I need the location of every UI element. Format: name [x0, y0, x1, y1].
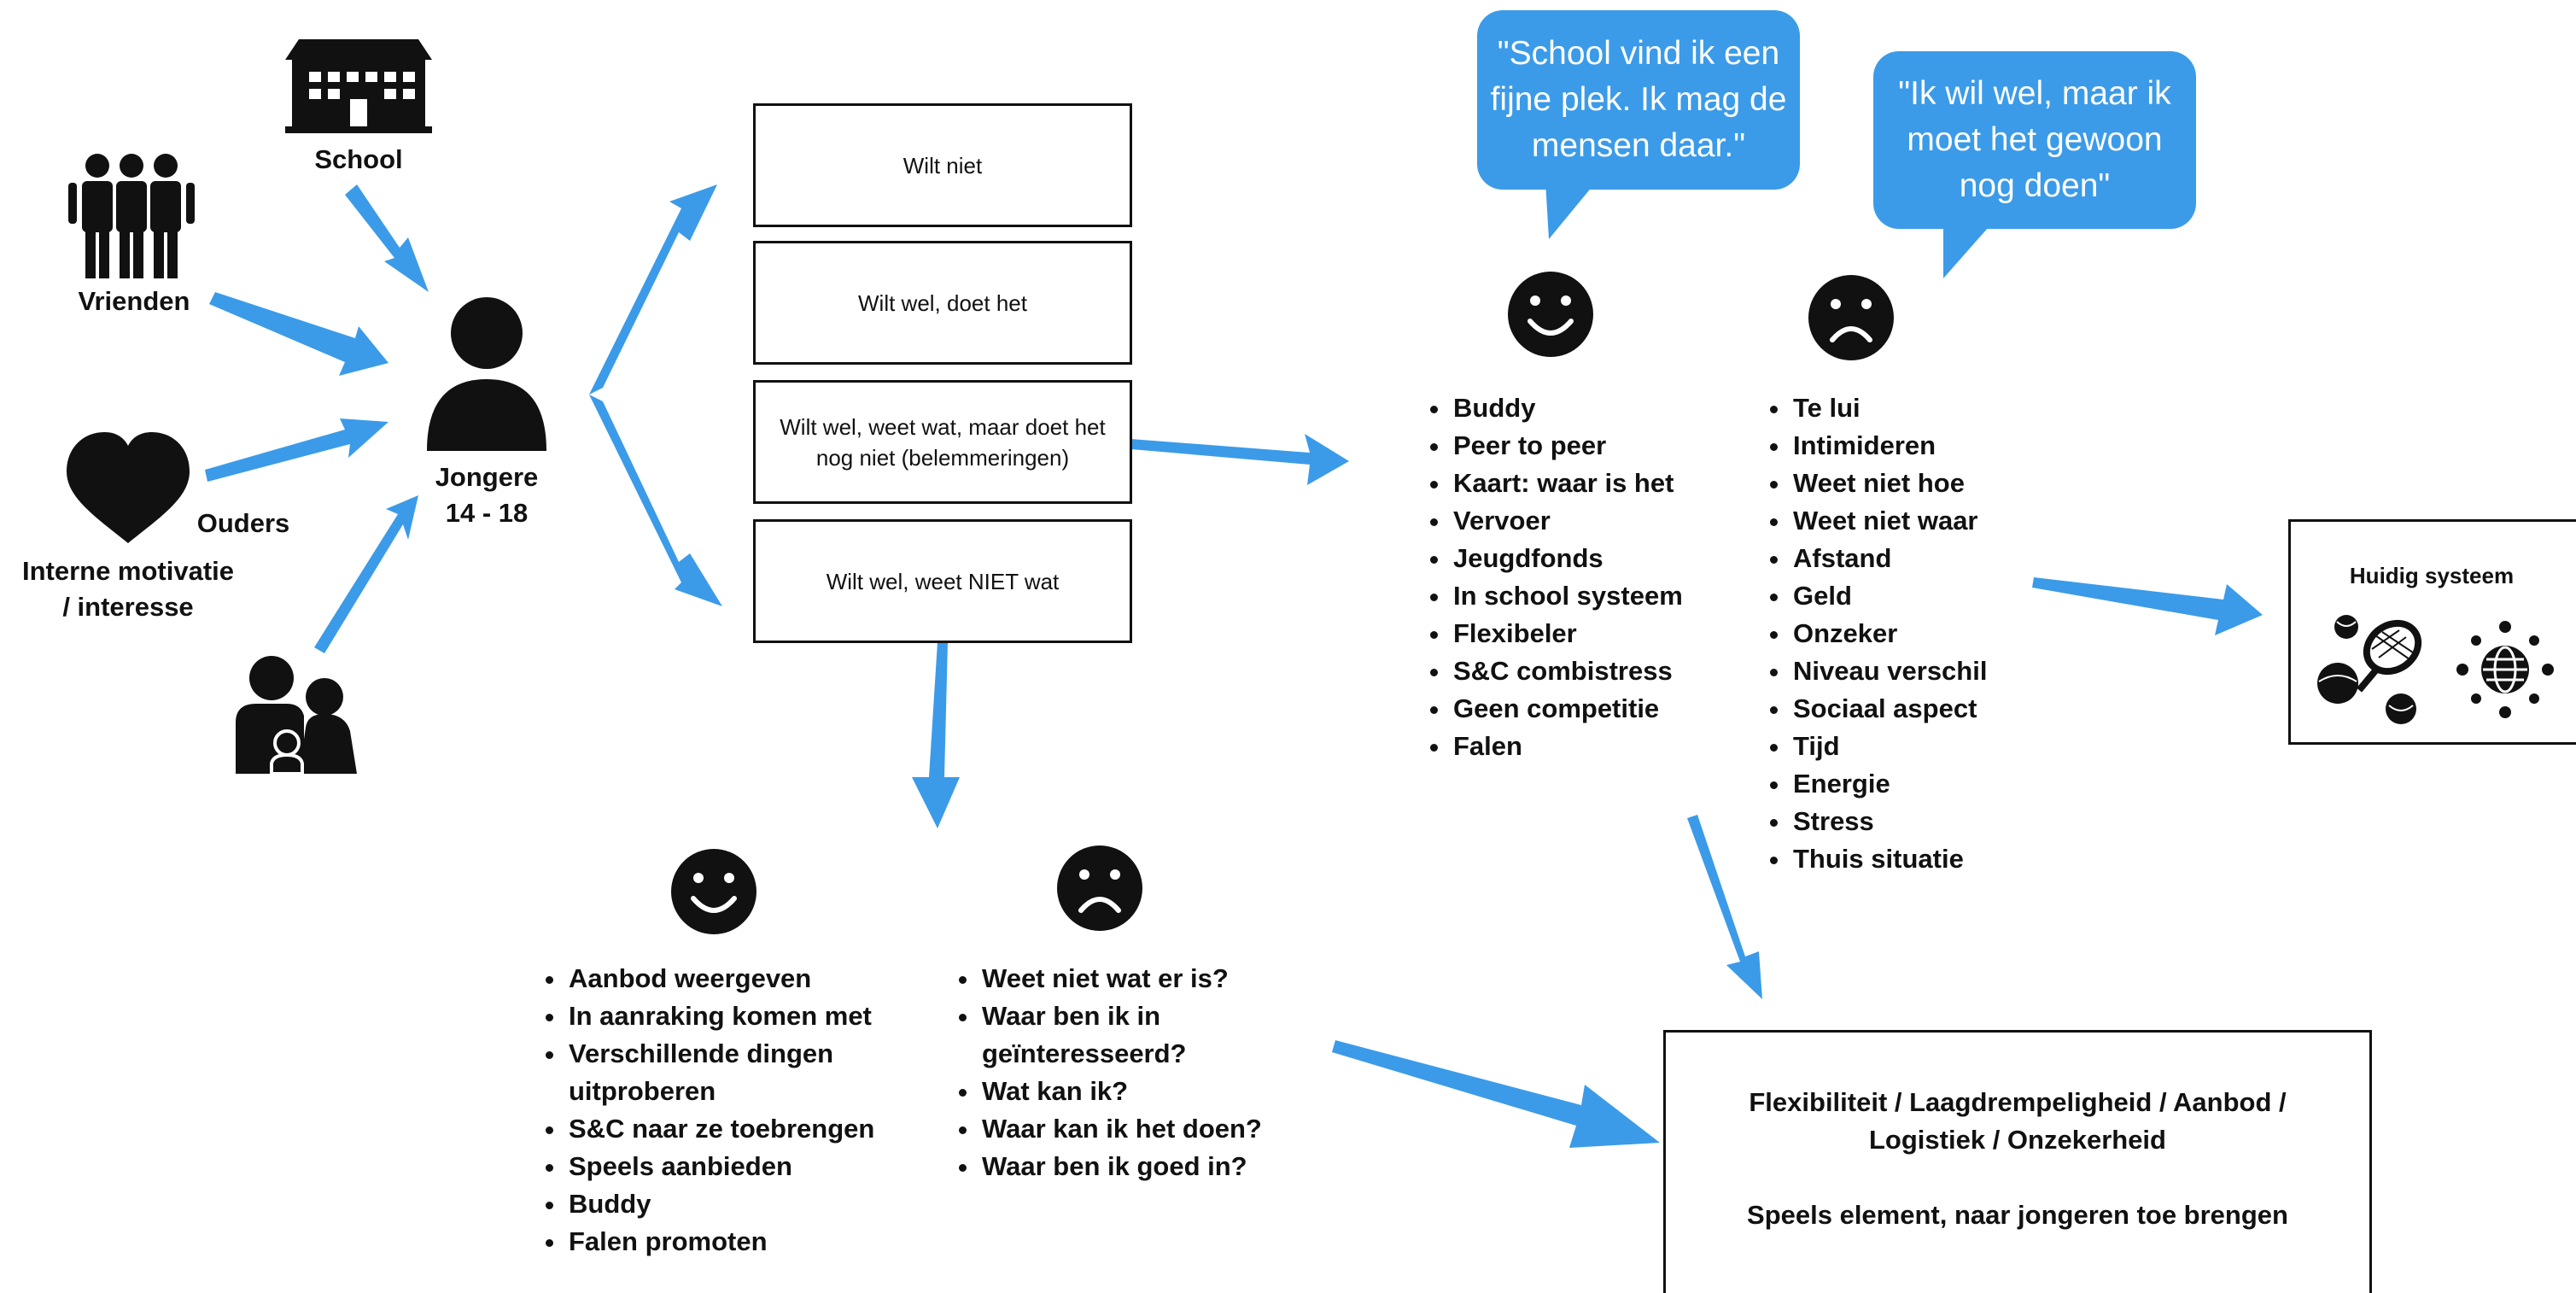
list-item: Speels aanbieden [567, 1148, 934, 1185]
globe-network-icon [2456, 621, 2554, 718]
bubble-tail-negative [1943, 220, 1995, 278]
smiley-happy-icon [671, 849, 756, 934]
list-item: Te lui [1791, 389, 2047, 427]
center-label: Jongere 14 - 18 [427, 459, 546, 531]
label-interne-motivatie: Interne motivatie / interesse [21, 556, 235, 622]
result-line1: Flexibiliteit / Laagdrempeligheid / Aanb… [1749, 1087, 2287, 1155]
result-line2: Speels element, naar jongeren toe brenge… [1747, 1200, 2288, 1230]
list-item: Kaart: waar is het [1452, 465, 1733, 502]
list-item: Weet niet waar [1791, 502, 2047, 540]
smiley-sad-icon [1808, 275, 1894, 360]
list-item: Intimideren [1791, 427, 2047, 465]
arrow-school-to-jongere [345, 184, 429, 292]
smiley-happy-icon [1508, 272, 1593, 357]
list-item: Peer to peer [1452, 427, 1733, 465]
label-ouders: Ouders [196, 508, 290, 538]
friends-group-icon [68, 154, 195, 278]
lower-positive-list: Aanbod weergeven In aanraking komen met … [536, 960, 934, 1261]
upper-positive-list: Buddy Peer to peer Kaart: waar is het Ve… [1421, 389, 1733, 765]
list-item: Thuis situatie [1791, 840, 2047, 878]
stage-box-wilt-niet: Wilt niet [753, 103, 1132, 227]
center-label-line1: Jongere [435, 462, 539, 492]
list-item: Afstand [1791, 540, 2047, 577]
label-school: School [314, 144, 403, 174]
heart-icon [67, 432, 190, 543]
list-item: S&C combistress [1452, 652, 1733, 690]
quote-bubble-positive: "School vind ik een fijne plek. Ik mag d… [1477, 10, 1800, 190]
list-item: Vervoer [1452, 502, 1733, 540]
list-item: Waar ben ik goed in? [980, 1148, 1339, 1185]
arrow-family-to-jongere [314, 495, 418, 653]
stage-box-weet-niet-wat: Wilt wel, weet NIET wat [753, 519, 1132, 643]
list-item: Aanbod weergeven [567, 960, 934, 998]
result-box: Flexibiliteit / Laagdrempeligheid / Aanb… [1663, 1030, 2372, 1293]
list-item: Tijd [1791, 728, 2047, 765]
stage-box-belemmeringen: Wilt wel, weet wat, maar doet het nog ni… [753, 380, 1132, 504]
list-item: In school systeem [1452, 577, 1733, 615]
list-item: Waar kan ik het doen? [980, 1110, 1339, 1148]
current-system-title: Huidig systeem [2349, 563, 2515, 588]
list-item: Falen promoten [567, 1223, 934, 1261]
label-vrienden: Vrienden [78, 286, 190, 316]
quote-bubble-negative: "Ik wil wel, maar ik moet het gewoon nog… [1873, 51, 2196, 229]
list-item: Stress [1791, 803, 2047, 840]
sports-balls-icon [2317, 615, 2422, 724]
list-item: Energie [1791, 765, 2047, 803]
list-item: Verschillende dingen uitproberen [567, 1035, 934, 1110]
list-item: Geen competitie [1452, 690, 1733, 728]
list-item: Sociaal aspect [1791, 690, 2047, 728]
school-building-icon [285, 39, 432, 133]
arrow-fork-up [589, 184, 717, 395]
arrow-to-current-system [2032, 577, 2263, 635]
list-item: Weet niet wat er is? [980, 960, 1339, 998]
list-item: Waar ben ik in geïnteresseerd? [980, 998, 1339, 1073]
upper-negative-list: Te lui Intimideren Weet niet hoe Weet ni… [1761, 389, 2047, 878]
list-item: Flexibeler [1452, 615, 1733, 652]
list-item: S&C naar ze toebrengen [567, 1110, 934, 1148]
list-item: Weet niet hoe [1791, 465, 2047, 502]
arrow-vrienden-to-jongere [209, 292, 388, 376]
list-item: Onzeker [1791, 615, 2047, 652]
list-item: Falen [1452, 728, 1733, 765]
stage-box-wilt-wel-doet-het: Wilt wel, doet het [753, 241, 1132, 365]
arrow-down-to-lower-lists [912, 642, 960, 828]
smiley-sad-icon [1057, 845, 1142, 931]
arrow-fork-down [589, 395, 722, 606]
list-item: Wat kan ik? [980, 1073, 1339, 1110]
list-item: Niveau verschil [1791, 652, 2047, 690]
arrow-lower-to-result [1332, 1040, 1660, 1148]
list-item: Geld [1791, 577, 2047, 615]
list-item: In aanraking komen met [567, 998, 934, 1035]
lower-negative-list: Weet niet wat er is? Waar ben ik in geïn… [949, 960, 1339, 1185]
list-item: Buddy [1452, 389, 1733, 427]
list-item: Buddy [567, 1185, 934, 1223]
family-icon [236, 656, 357, 775]
arrow-ouders-to-jongere [205, 418, 388, 482]
list-item: Jeugdfonds [1452, 540, 1733, 577]
current-system-box: Huidig systeem [2288, 519, 2576, 745]
bubble-tail-positive [1545, 181, 1597, 239]
arrow-upper-to-result [1687, 815, 1762, 999]
person-icon [427, 297, 546, 451]
arrow-belemmeringen-to-lists [1130, 434, 1349, 485]
center-label-line2: 14 - 18 [445, 498, 529, 528]
